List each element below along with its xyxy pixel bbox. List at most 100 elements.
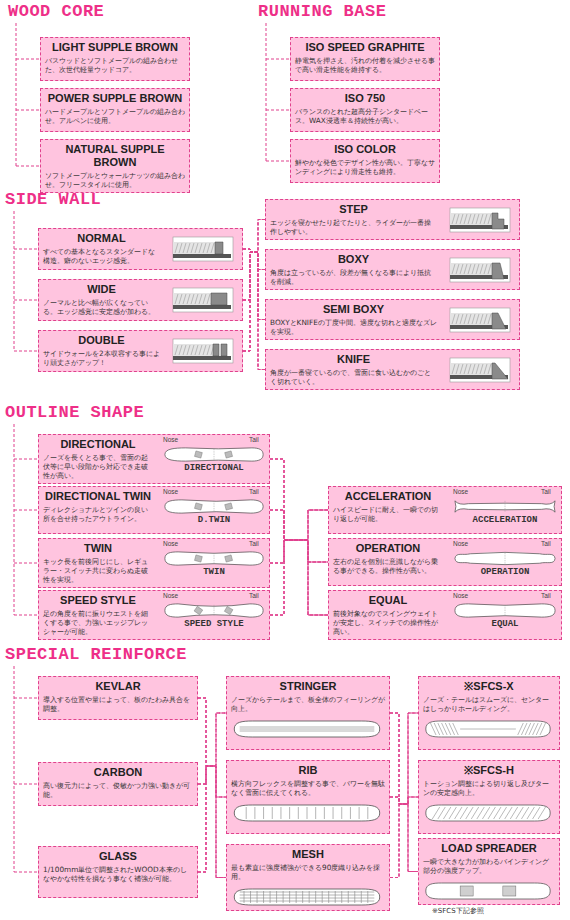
connector: [243, 249, 265, 320]
reinforce-pattern: [307, 807, 308, 819]
section-heading: WOOD CORE: [8, 2, 104, 21]
connector: [243, 252, 265, 300]
box-body: 静電気を押さえ、汚れの付着を減少させる事で高い滑走性能を維持する。: [295, 56, 435, 74]
reinforce-pattern: [477, 807, 484, 819]
core-layer: [173, 344, 215, 356]
board-outline: [234, 805, 379, 821]
core-layer: [450, 313, 492, 325]
center-line: [214, 553, 215, 564]
connector: [243, 220, 265, 352]
illustration: [423, 718, 553, 740]
section-heading: SIDE WALL: [5, 190, 101, 209]
binding-mark: [194, 606, 203, 614]
core-hatch: [195, 345, 198, 355]
box-heading: ISO COLOR: [295, 143, 435, 156]
connector: [390, 804, 418, 878]
core-hatch: [488, 214, 491, 224]
nose-tail-label: Nose: [163, 592, 178, 599]
box-text: LOAD SPREADER 一瞬で大きな力が加わるバインディング部分の強度アップ。: [419, 839, 559, 878]
box-heading: POWER SUPPLE BROWN: [45, 92, 185, 105]
connector: [390, 797, 418, 804]
core-hatch: [484, 214, 487, 224]
core-hatch: [472, 364, 475, 374]
box-body: 一瞬で大きな力が加わるバインディング部分の強度アップ。: [423, 857, 555, 875]
nose-tail-label: Tail: [541, 488, 551, 495]
core-hatch: [207, 294, 210, 304]
reinforce-pattern: [315, 807, 316, 819]
board-outline: [426, 883, 550, 899]
box-text: MESH最も素直に強度補強ができる90度織り込みを採用。: [227, 845, 389, 884]
box-text: OPERATION左右の足を個別に意識しながら乗る事ができる。操作性が高い。: [329, 539, 447, 578]
connector: [270, 540, 328, 615]
board-name: EQUAL: [453, 619, 557, 629]
core-hatch: [484, 314, 487, 324]
board-outline: [426, 721, 550, 737]
box-body: 角度は立っているが、段差が無くなる事により抵抗を削減。: [270, 268, 437, 286]
box-body: 最も素直に強度補強ができる90度織り込みを採用。: [231, 863, 385, 881]
base-layer: [173, 356, 231, 360]
sidewall-profile: [492, 263, 504, 279]
box-heading: LOAD SPREADER: [423, 842, 555, 855]
core-hatch: [460, 214, 463, 224]
binding-mark: [225, 503, 233, 510]
connector: [390, 797, 418, 878]
reinforce-pattern: [240, 895, 375, 896]
center-line: [214, 501, 215, 512]
connector: [243, 252, 265, 320]
connector: [270, 510, 328, 540]
sidewall-profile: [215, 242, 223, 254]
reinforce-pattern: [333, 807, 334, 819]
connector: [270, 459, 328, 615]
box-text: KEVLAR導入する位置や量によって、板のたわみ具合を調整。: [39, 677, 197, 716]
box-body: トーション調整による切り返し及びターンの安定感向上。: [423, 779, 555, 797]
core-layer: [450, 363, 492, 375]
reinforce-pattern: [499, 807, 506, 819]
board-name: ACCELERATION: [453, 515, 557, 525]
core-layer: [173, 293, 215, 305]
spreader-plate: [503, 886, 516, 896]
connector: [198, 766, 226, 797]
reinforce-pattern: [240, 729, 375, 730]
board-outline: [165, 448, 263, 461]
box-heading: RIB: [231, 764, 385, 777]
reinforce-pattern: [453, 723, 459, 735]
illustration: [163, 446, 265, 463]
box-text: DOUBLEサイドウォールを2本収容する事により頑丈さがアップ！: [39, 331, 164, 370]
board-name: TWIN: [163, 567, 265, 577]
reinforce-pattern: [359, 807, 360, 819]
spec-box: ※SFCS-H トーション調整による切り返し及びターンの安定感向上。: [418, 760, 560, 834]
core-hatch: [480, 264, 483, 274]
spec-box: TWINキック長を前後同じにし、レギュラー・スイッチ共に変わらぬ走破性を実現。: [38, 538, 270, 588]
nose-tail-label: Tail: [249, 436, 259, 443]
box-text: LIGHT SUPPLE BROWNバスウッドとソフトメープルの組み合わせた、次…: [41, 38, 189, 77]
box-heading: NORMAL: [43, 232, 160, 245]
core-hatch: [175, 243, 178, 253]
core-hatch: [187, 243, 190, 253]
base-layer: [173, 305, 231, 309]
spec-box: GLASS1/100mm単位で調整されたWOOD本来のしなやかな特性を損なう事な…: [38, 846, 198, 898]
center-line: [214, 449, 215, 460]
box-heading: ※SFCS-H: [423, 764, 555, 777]
connector: [270, 540, 328, 615]
core-hatch: [191, 243, 194, 253]
spec-box: ※SFCS-Xノーズ・テールはスムーズに、センターはしっかりホールディング。: [418, 676, 560, 750]
reinforce-pattern: [494, 807, 501, 819]
spreader-plate: [460, 886, 473, 896]
core-hatch: [460, 364, 463, 374]
box-body: 足の角度を前に振りウエストを細くする事で、力強いエッジプレッシャーが可能。: [43, 609, 153, 636]
connector: [270, 540, 328, 563]
bracket-line: [14, 666, 37, 872]
reinforce-pattern: [298, 807, 299, 819]
core-hatch: [464, 214, 467, 224]
connector: [243, 220, 265, 301]
reinforce-pattern: [533, 807, 540, 819]
box-body: すべての基本となるスタンダードな構造。癖のないエッジ感覚。: [43, 247, 160, 265]
box-body: ハードメープルとソフトメープルの組み合わせ。アルペンに使用。: [45, 107, 185, 125]
illustration: [168, 285, 238, 315]
box-body: サイドウォールを2本収容する事により頑丈さがアップ！: [43, 349, 160, 367]
core-hatch: [468, 364, 471, 374]
core-hatch: [488, 314, 491, 324]
box-body: 角度が一番寝ているので、雪面に食い込むかのごとく切れていく。: [270, 368, 437, 386]
box-text: ISO COLOR鮮やかな発色でデザイン性が高い。丁寧なサンディングにより滑走性…: [291, 140, 439, 179]
core-layer: [450, 213, 492, 225]
